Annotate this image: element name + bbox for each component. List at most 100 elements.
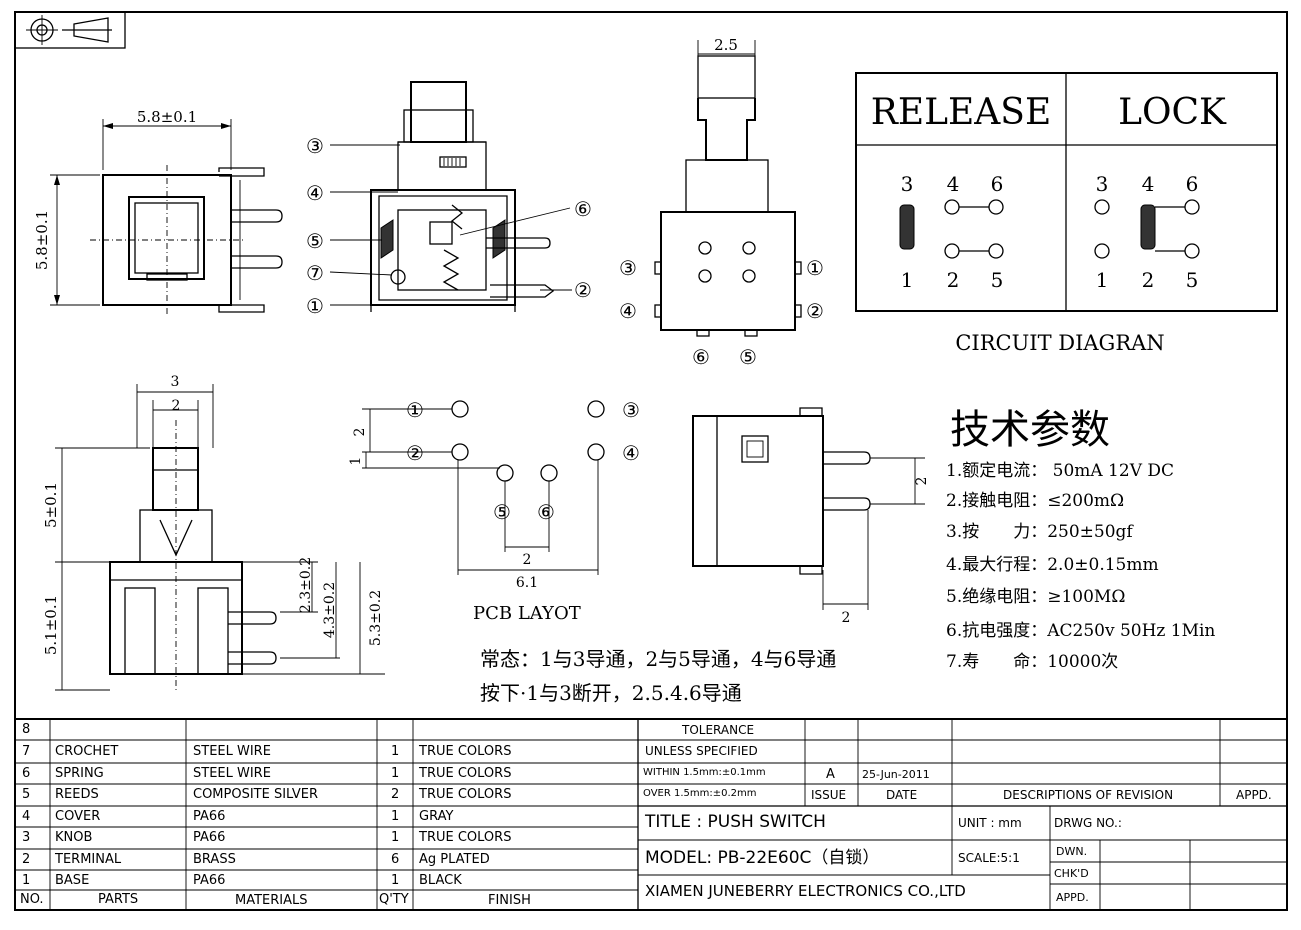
tb-appd: APPD. — [1236, 788, 1272, 802]
callout-3: ③ — [306, 134, 324, 158]
pcb-pin-5: ⑤ — [493, 500, 511, 524]
dim-side-51: 5.1±0.1 — [42, 595, 60, 655]
circuit-caption: CIRCUIT DIAGRAN — [955, 331, 1164, 355]
tb-over: OVER 1.5mm:±0.2mm — [643, 788, 757, 799]
note-normal: 常态：1与3导通，2与5导通，4与6导通 — [480, 647, 836, 671]
bom-row-7-no: 7 — [22, 744, 31, 759]
callout-1: ① — [306, 294, 324, 318]
bom-row-6-qty: 1 — [391, 766, 400, 781]
bom-row-2-no: 2 — [22, 852, 31, 867]
dim-height: 5.8±0.1 — [33, 210, 51, 270]
pcb-layout: 2 1 2 6.1 — [348, 400, 605, 591]
bom-row-3-qty: 1 — [391, 830, 400, 845]
bom-row-3-no: 3 — [22, 830, 31, 845]
tb-company: XIAMEN JUNEBERRY ELECTRONICS CO.,LTD — [645, 882, 966, 900]
bom-row-6-no: 6 — [22, 766, 31, 781]
circuit-numbers: 3 4 6 1 2 5 3 4 6 1 2 5 — [901, 172, 1199, 292]
circuit-release-label: RELEASE — [871, 92, 1052, 133]
bom-row-1-qty: 1 — [391, 873, 400, 888]
state-notes: 常态：1与3导通，2与5导通，4与6导通 按下·1与3断开，2.5.4.6导通 — [480, 647, 836, 705]
tb-appd2: APPD. — [1056, 891, 1089, 904]
sheet-border — [14, 11, 1288, 911]
bom-row-3-part: KNOB — [55, 830, 93, 845]
dim-width: 5.8±0.1 — [137, 108, 197, 126]
tb-rev-date: 25-Jun-2011 — [862, 768, 930, 781]
bom-row-7-part: CROCHET — [55, 744, 119, 759]
dim-side-5: 5±0.1 — [42, 482, 60, 528]
callout-4: ④ — [306, 181, 324, 205]
bom-row-2-qty: 6 — [391, 852, 400, 867]
pin-2: ② — [806, 299, 824, 323]
release-num-6: 6 — [991, 172, 1004, 196]
section-callouts: ③ ④ ⑤ ⑦ ① ⑥ ② — [306, 134, 592, 318]
tb-date: DATE — [886, 788, 918, 802]
bom-row-4-mat: PA66 — [193, 809, 226, 824]
bom-row-5-fin: TRUE COLORS — [419, 787, 512, 802]
lock-num-2: 2 — [1142, 268, 1155, 292]
release-num-3: 3 — [901, 172, 914, 196]
note-pressed: 按下·1与3断开，2.5.4.6导通 — [480, 681, 742, 705]
tb-within: WITHIN 1.5mm:±0.1mm — [643, 767, 766, 778]
bom-row-6-fin: TRUE COLORS — [419, 766, 512, 781]
spec-line-6: 6.抗电强度：AC250v 50Hz 1Min — [946, 621, 1215, 641]
pin-6: ⑥ — [692, 345, 710, 369]
tb-scale: SCALE:5:1 — [958, 851, 1020, 865]
dim-pcb-1: 1 — [348, 457, 364, 466]
bom-row-3-fin: TRUE COLORS — [419, 830, 512, 845]
bom-head-parts: PARTS — [98, 892, 139, 907]
bom-row-5-part: REEDS — [55, 787, 99, 802]
right-view: 2 2 — [692, 407, 930, 626]
first-angle-projection-icon — [14, 11, 126, 49]
bom-head-materials: MATERIALS — [235, 893, 308, 908]
dim-pcb-2: 2 — [352, 428, 368, 437]
bom-row-7-qty: 1 — [391, 744, 400, 759]
spec-line-4: 4.最大行程：2.0±0.15mm — [946, 555, 1159, 575]
bom-row-4-no: 4 — [22, 809, 31, 824]
bom-row-5-no: 5 — [22, 787, 31, 802]
tb-rev-a: A — [826, 767, 835, 782]
bom-head-no: NO. — [20, 892, 44, 907]
pcb-pin-1: ① — [406, 398, 424, 422]
dim-side-53: 5.3±0.2 — [368, 590, 384, 646]
pcb-caption: PCB LAYOT — [473, 603, 581, 624]
bom-row-7-mat: STEEL WIRE — [193, 744, 271, 759]
front-view: 5.8±0.1 5.8±0.1 — [33, 108, 283, 315]
side-view: 3 2 5±0.1 5.1±0.1 2.3±0.2 4.3±0.2 5.3±0.… — [42, 374, 385, 691]
release-num-1: 1 — [901, 268, 914, 292]
pcb-pin-labels: ① ② ③ ④ ⑤ ⑥ — [406, 398, 640, 524]
bom-head-finish: FINISH — [488, 893, 531, 908]
tb-unit: UNIT : mm — [958, 816, 1022, 830]
pin-1: ① — [806, 256, 824, 280]
tb-tolerance: TOLERANCE — [682, 723, 755, 737]
dim-pcb-2b: 2 — [523, 552, 532, 568]
tb-model: MODEL: PB-22E60C（自锁） — [645, 848, 880, 868]
spec-line-7: 7.寿 命：10000次 — [946, 652, 1118, 672]
bom-row-3-mat: PA66 — [193, 830, 226, 845]
tb-title: TITLE : PUSH SWITCH — [645, 812, 826, 832]
dim-top-width: 2.5 — [714, 36, 738, 54]
bom-row-4-qty: 1 — [391, 809, 400, 824]
pin-view: 2.5 — [654, 36, 802, 337]
section-view — [329, 81, 572, 312]
lock-num-1: 1 — [1096, 268, 1109, 292]
lock-num-5: 5 — [1186, 268, 1199, 292]
pin-3: ③ — [619, 256, 637, 280]
dim-right-2b: 2 — [842, 610, 851, 626]
specs: 技术参数 1.额定电流： 50mA 12V DC 2.接触电阻：≤200mΩ 3… — [946, 407, 1215, 672]
spec-line-5: 5.绝缘电阻：≥100MΩ — [946, 587, 1125, 607]
pcb-pin-3: ③ — [622, 398, 640, 422]
bom-row-2-mat: BRASS — [193, 852, 236, 867]
callout-6: ⑥ — [574, 197, 592, 221]
bom-row-6-mat: STEEL WIRE — [193, 766, 271, 781]
dim-right-2a: 2 — [914, 477, 930, 486]
callout-2: ② — [574, 278, 592, 302]
release-num-4: 4 — [947, 172, 960, 196]
tb-issue: ISSUE — [811, 788, 847, 802]
bom-row-1-fin: BLACK — [419, 873, 462, 888]
tb-drwg: DRWG NO.: — [1054, 816, 1122, 830]
specs-title: 技术参数 — [950, 407, 1110, 453]
tb-desc: DESCRIPTIONS OF REVISION — [1003, 788, 1174, 802]
callout-5: ⑤ — [306, 229, 324, 253]
